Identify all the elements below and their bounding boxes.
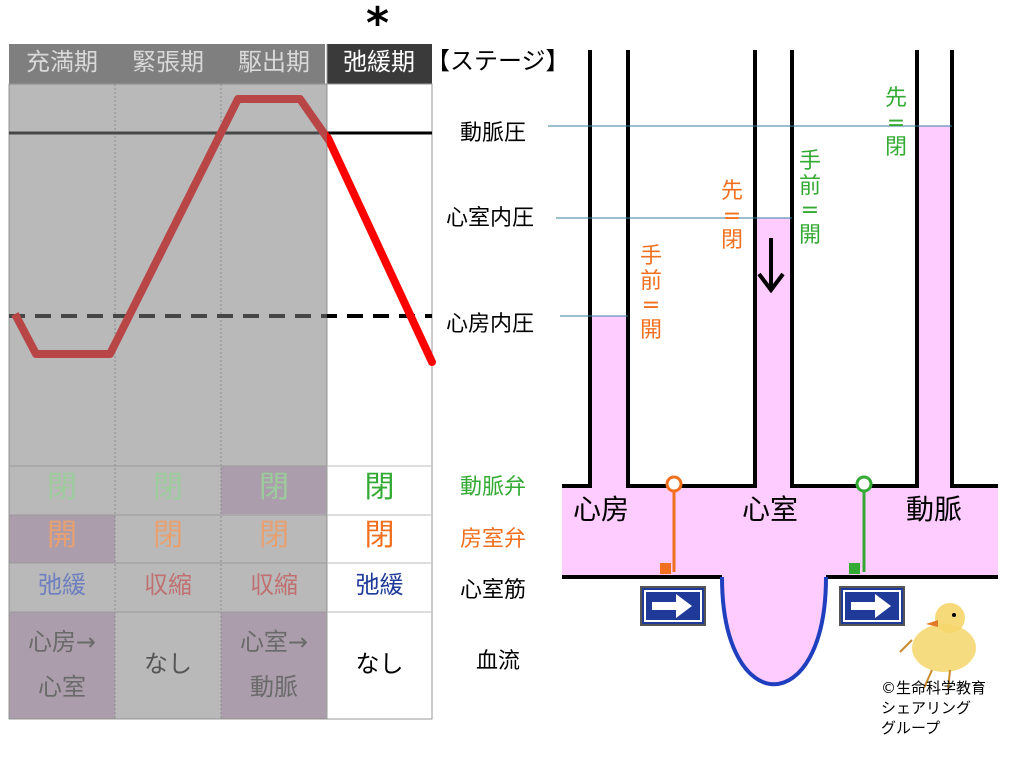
phase-header-filling: 充満期 [26, 48, 98, 76]
muscle-cell: 弛緩 [38, 571, 86, 599]
blood-flow-row-label: 血流 [476, 649, 521, 674]
av-valve-cell: 閉 [153, 518, 183, 553]
tubes [562, 50, 998, 579]
ventricle-label: 心室 [742, 493, 799, 526]
flow-cell-line2: 心室 [38, 673, 86, 701]
atrium-fill [590, 316, 628, 486]
stage-label: 【ステージ】 [426, 47, 570, 75]
flow-sign-icon [640, 586, 706, 626]
ventricular-pressure-label: 心室内圧 [446, 206, 535, 231]
aortic-valve-cell: 閉 [47, 470, 77, 505]
atrium-label: 心房 [573, 493, 630, 526]
flow-cell-line1: なし [144, 650, 192, 678]
muscle-cell: 収縮 [250, 571, 298, 599]
av-valve-icon [665, 475, 683, 493]
annotation-artery-closed: 先 = 閉 [884, 86, 907, 161]
active-phase-marker: * [366, 0, 390, 49]
down-arrow-head-icon [757, 272, 785, 294]
muscle-row-label: 心室筋 [460, 578, 527, 603]
ventricle-bulge [720, 576, 828, 687]
credit-line1: ©生命科学教育 [881, 679, 987, 697]
av-valve-cell: 閉 [364, 518, 395, 553]
chick-mascot-icon [899, 603, 976, 691]
aortic-valve-cell: 閉 [364, 470, 395, 505]
av-valve-cell: 閉 [259, 518, 289, 553]
flow-sign-icon [839, 586, 905, 626]
aortic-pressure-label: 動脈圧 [460, 121, 527, 146]
av-valve-row-label: 房室弁 [460, 527, 527, 552]
av-valve-cell: 開 [47, 518, 77, 553]
flow-cell-line1: 心室→ [239, 628, 309, 656]
muscle-cell: 弛緩 [355, 571, 404, 599]
phase-header-bg [9, 44, 325, 84]
artery-label: 動脈 [906, 493, 963, 526]
phase-header-active-bg [327, 44, 432, 84]
annotation-ventricle-open: 手 前 = 開 [798, 149, 821, 248]
artery-fill [917, 126, 952, 486]
flow-cell-line1: 心房→ [27, 628, 97, 656]
annotation-atrium-open: 手 前 = 開 [639, 244, 662, 343]
aortic-valve-cell: 閉 [259, 470, 289, 505]
annotation-ventricle-closed: 先 = 閉 [720, 179, 743, 254]
ventricle-fill [755, 218, 792, 486]
av-valve-base [660, 563, 671, 574]
aortic-valve-icon [855, 475, 873, 493]
muscle-cell: 収縮 [144, 571, 192, 599]
atrial-pressure-label: 心房内圧 [446, 312, 535, 337]
aortic-valve-cell: 閉 [153, 470, 183, 505]
credit-line2: シェアリング [881, 699, 972, 717]
ventricular-pressure-curve-active [324, 134, 436, 366]
credit-line3: グループ [881, 719, 941, 737]
phase-header-tension: 緊張期 [132, 48, 204, 76]
phase-header-ejection: 駆出期 [238, 48, 310, 76]
inactive-phase-overlay [9, 84, 327, 719]
aortic-valve-row-label: 動脈弁 [460, 475, 527, 500]
flow-cell-line1: なし [355, 650, 404, 678]
chamber-fill [562, 486, 998, 577]
ventricle-bulge-fill [722, 577, 826, 685]
flow-cell-line2: 動脈 [250, 673, 298, 701]
phase-header-relaxation: 弛緩期 [343, 48, 415, 76]
aortic-valve-base [849, 563, 860, 574]
